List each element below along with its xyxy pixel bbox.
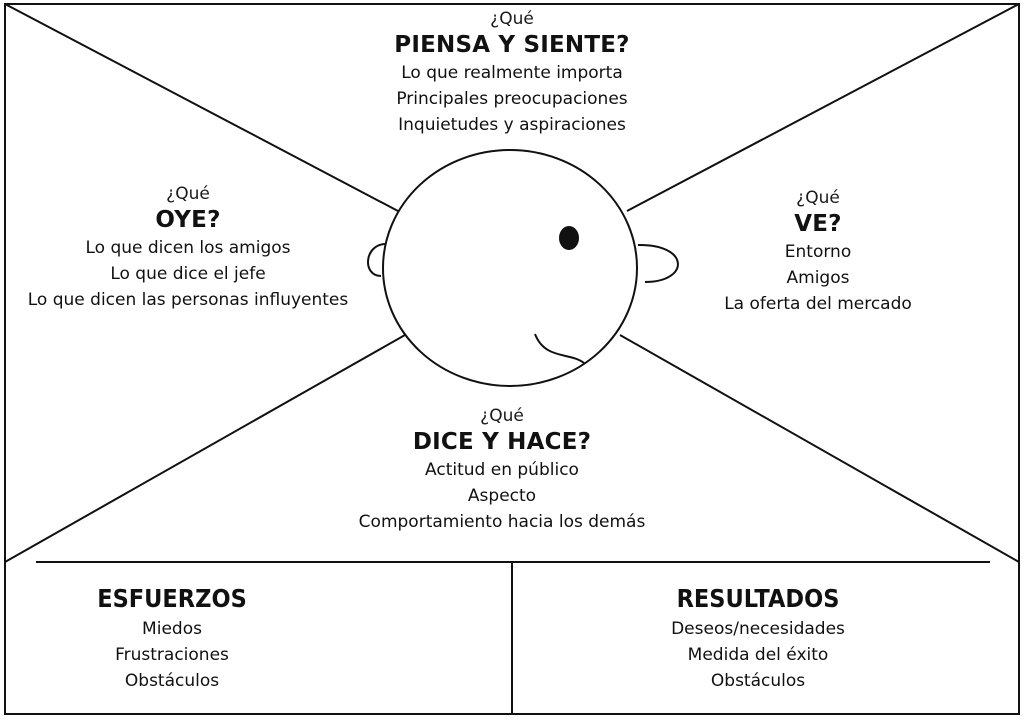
section-resultados: RESULTADOS Deseos/necesidades Medida del…	[668, 582, 849, 694]
list-item: Actitud en público	[425, 460, 579, 480]
list-item: Lo que dicen las personas influyentes	[27, 290, 349, 310]
section-oye: ¿Qué OYE? Lo que dicen los amigos Lo que…	[28, 183, 349, 313]
diagonal-top-left	[4, 3, 399, 212]
list-item: Aspecto	[467, 486, 537, 506]
section-piensa-y-siente: ¿Qué PIENSA Y SIENTE? Lo que realmente i…	[394, 8, 629, 138]
head-circle	[382, 149, 638, 387]
question-label: ¿Qué	[166, 184, 210, 204]
list-item: La oferta del mercado	[724, 294, 912, 314]
face-icon	[367, 149, 679, 387]
mouth	[534, 333, 585, 364]
section-title: OYE?	[155, 207, 221, 233]
list-item: Entorno	[784, 242, 852, 262]
list-item: Comportamiento hacia los demás	[358, 512, 646, 532]
section-title: ESFUERZOS	[97, 584, 247, 613]
diagonal-bottom-left	[4, 334, 406, 563]
eye	[559, 226, 579, 250]
section-title: VE?	[794, 211, 842, 237]
question-label: ¿Qué	[480, 406, 524, 426]
section-dice-y-hace: ¿Qué DICE Y HACE? Actitud en público Asp…	[359, 405, 646, 535]
section-title: DICE Y HACE?	[412, 429, 592, 455]
list-item: Miedos	[142, 619, 202, 639]
right-ear	[637, 243, 679, 283]
list-item: Lo que dicen los amigos	[85, 238, 291, 258]
list-item: Amigos	[786, 268, 850, 288]
list-item: Inquietudes y aspiraciones	[398, 115, 626, 135]
list-item: Obstáculos	[710, 671, 806, 691]
list-item: Medida del éxito	[687, 645, 829, 665]
left-ear	[367, 243, 387, 277]
section-esfuerzos: ESFUERZOS Miedos Frustraciones Obstáculo…	[89, 582, 255, 694]
question-label: ¿Qué	[490, 9, 534, 29]
list-item: Deseos/necesidades	[671, 619, 845, 639]
list-item: Lo que realmente importa	[401, 63, 623, 83]
list-item: Frustraciones	[115, 645, 229, 665]
section-title: RESULTADOS	[676, 584, 840, 613]
diagonal-bottom-right	[619, 334, 1020, 563]
list-item: Principales preocupaciones	[396, 89, 628, 109]
list-item: Lo que dice el jefe	[110, 264, 266, 284]
list-item: Obstáculos	[124, 671, 220, 691]
section-ve: ¿Qué VE? Entorno Amigos La oferta del me…	[724, 187, 912, 317]
diagonal-top-right	[626, 3, 1020, 212]
section-title: PIENSA Y SIENTE?	[394, 32, 630, 58]
question-label: ¿Qué	[796, 188, 840, 208]
